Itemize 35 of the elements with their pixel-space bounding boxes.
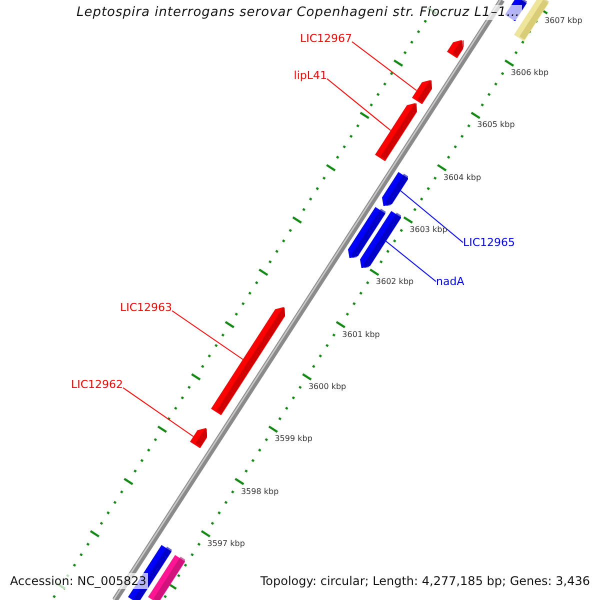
gene-block — [447, 40, 464, 58]
gene-label: nadA — [436, 275, 464, 288]
leader-line — [352, 41, 417, 91]
scale-label: 3607 kbp — [544, 16, 582, 25]
gene-block — [382, 172, 408, 206]
scale-label: 3597 kbp — [207, 538, 245, 548]
scale-label: 3604 kbp — [443, 172, 482, 182]
leader-line — [172, 310, 244, 360]
gene-block — [211, 307, 286, 416]
gene-block — [412, 80, 432, 104]
gene-label: LIC12965 — [463, 236, 516, 249]
gene-block — [360, 210, 401, 268]
scale-label: 3598 kbp — [240, 486, 279, 496]
scale-label: 3603 kbp — [410, 225, 448, 234]
leader-line — [400, 190, 464, 243]
gene-label: lipL41 — [294, 69, 327, 82]
gene-block — [148, 554, 186, 600]
gene-label: LIC12963 — [120, 301, 172, 314]
scale-label: 3601 kbp — [342, 330, 380, 339]
leader-line — [122, 387, 194, 437]
scale-label: 3605 kbp — [477, 120, 515, 130]
map-title: Leptospira interrogans serovar Copenhageni str. Fiocruz L1–1… — [74, 5, 522, 20]
scale-label: 3602 kbp — [376, 277, 414, 286]
gene-block — [190, 428, 208, 448]
scale-label: 3606 kbp — [510, 68, 549, 78]
scale-label: 3599 kbp — [274, 434, 312, 444]
accession-text: Accession: NC_005823 — [8, 573, 148, 589]
leader-line — [326, 78, 392, 131]
gene-block — [375, 103, 418, 162]
gene-label: LIC12967 — [300, 32, 352, 45]
scale-label: 3600 kbp — [308, 382, 346, 391]
summary-text: Topology: circular; Length: 4,277,185 bp; Genes: 3,436 — [258, 573, 592, 589]
leader-line — [385, 240, 436, 282]
gene-block — [348, 206, 386, 258]
gene-label: LIC12962 — [70, 378, 123, 391]
